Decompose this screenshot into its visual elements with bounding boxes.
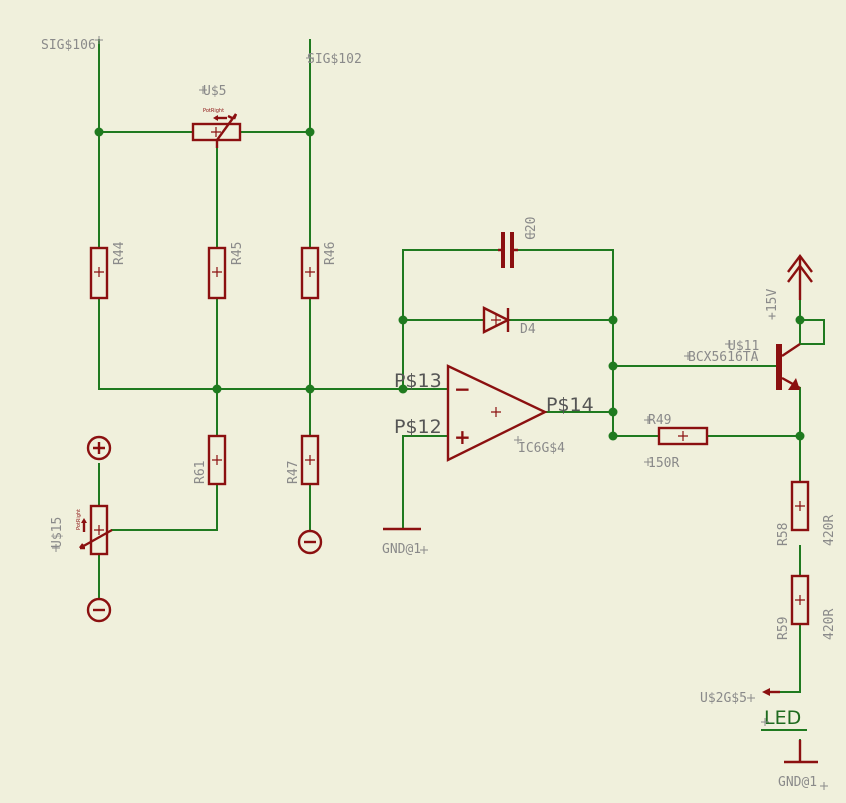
resistor-r45[interactable]: R45 — [207, 242, 245, 300]
opamp-pin-p14: P$14 — [546, 394, 594, 416]
ground-gnd1-bottom: GND@1 — [778, 740, 828, 790]
transistor-u11-name: U$11 — [728, 339, 759, 354]
net-led: LED — [761, 707, 807, 731]
resistor-r49[interactable]: R49 150R — [644, 413, 709, 471]
resistor-r46[interactable]: R46 — [300, 242, 338, 300]
resistor-r49-value: 150R — [648, 456, 679, 471]
resistor-r46-label: R46 — [323, 242, 338, 265]
net-sig106: SIG$106 — [41, 36, 103, 53]
resistor-r58-label: R58 — [776, 523, 791, 546]
transistor-u11-part: BCX5616TA — [688, 350, 759, 365]
capacitor-c20[interactable]: C20 — [498, 217, 539, 268]
wires — [98, 39, 825, 763]
junction-dot — [94, 127, 104, 137]
potentiometer-u15[interactable]: PotRight U$15 — [50, 435, 113, 623]
resistor-r47[interactable]: R47 — [286, 434, 320, 486]
resistor-r45-label: R45 — [230, 242, 245, 265]
minus-terminal-r47 — [297, 529, 323, 555]
junction-dot — [795, 315, 805, 325]
pot-u5-tag: PotRight — [203, 108, 224, 114]
resistor-r47-label: R47 — [286, 461, 301, 484]
pot-u5-name: U$5 — [203, 84, 226, 99]
opamp-label: IC6G$4 — [518, 441, 565, 456]
net-label-sig102: SIG$102 — [307, 52, 362, 67]
junction-dot — [305, 384, 315, 394]
resistor-r44-label: R44 — [112, 241, 127, 265]
resistor-r49-label: R49 — [648, 413, 671, 428]
junction-dot — [212, 384, 222, 394]
junction-dot — [398, 384, 408, 394]
opamp-pin-p13: P$13 — [394, 370, 442, 392]
ground-gnd1-top: GND@1 — [382, 527, 428, 557]
plus-terminal — [86, 435, 112, 461]
resistor-r61[interactable]: R61 — [193, 434, 227, 486]
net-label-led: LED — [764, 707, 801, 729]
ground-gnd1-bottom-label: GND@1 — [778, 775, 817, 790]
resistor-r61-label: R61 — [193, 461, 208, 484]
potentiometer-u5[interactable]: PotRight U$5 — [191, 84, 242, 148]
junction-dot — [795, 431, 805, 441]
capacitor-c20-label: C20 — [524, 217, 539, 240]
opamp-ic6g4[interactable]: − + P$13 P$12 P$14 IC6G$4 — [394, 364, 594, 462]
minus-terminal — [86, 597, 112, 623]
junction-dot — [305, 127, 315, 137]
junction-dot — [608, 407, 618, 417]
connector-u2g5[interactable]: U$2G$5 — [700, 688, 780, 706]
junction-dot — [608, 315, 618, 325]
connector-u2g5-label: U$2G$5 — [700, 691, 747, 706]
resistor-r58-value: 420R — [822, 515, 837, 546]
supply-15v: +15V — [765, 254, 813, 320]
net-label-sig106: SIG$106 — [41, 38, 96, 53]
junctions — [94, 127, 805, 441]
net-sig102: SIG$102 — [306, 52, 362, 67]
junction-dot — [398, 315, 408, 325]
resistor-r59-label: R59 — [776, 617, 791, 640]
pot-u15-name: U$15 — [50, 517, 65, 548]
supply-15v-label: +15V — [765, 289, 780, 320]
resistor-r58[interactable]: R58 420R — [776, 480, 837, 546]
pot-u15-tag: PotRight — [76, 509, 82, 530]
diode-d4[interactable]: D4 — [482, 306, 536, 337]
opamp-pin-p12: P$12 — [394, 416, 442, 438]
opamp-noninverting-sign: + — [454, 425, 471, 449]
transistor-u11[interactable]: U$11 BCX5616TA — [684, 339, 801, 390]
junction-dot — [608, 431, 618, 441]
resistor-r44[interactable]: R44 — [89, 241, 127, 300]
opamp-inverting-sign: − — [454, 377, 471, 401]
ground-gnd1-top-label: GND@1 — [382, 542, 421, 557]
resistor-r59-value: 420R — [822, 609, 837, 640]
junction-dot — [608, 361, 618, 371]
diode-d4-label: D4 — [520, 322, 536, 337]
resistor-r59[interactable]: R59 420R — [776, 574, 837, 640]
